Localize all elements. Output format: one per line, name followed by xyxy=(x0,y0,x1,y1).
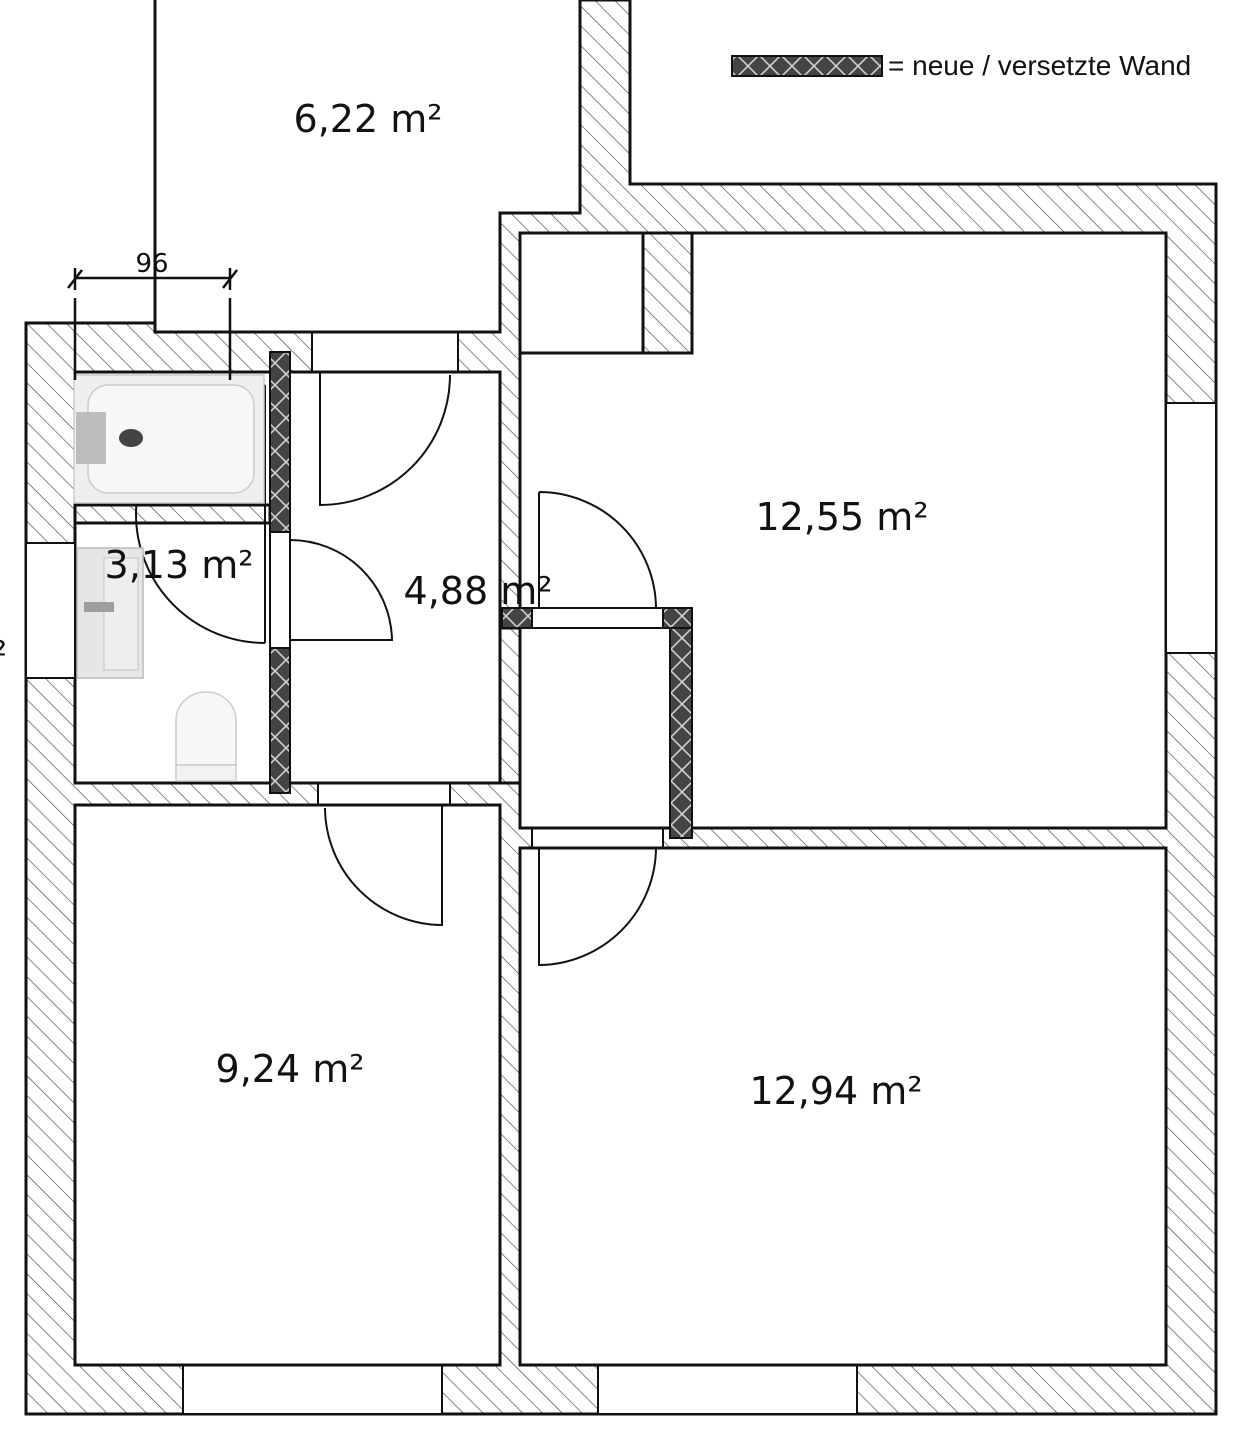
new-walls xyxy=(269,351,693,839)
closet-outline xyxy=(520,231,645,355)
bath-wc-divider xyxy=(73,503,272,525)
door-room-right xyxy=(538,491,657,609)
door-frame-bottom-right xyxy=(531,827,664,849)
hallway-outline xyxy=(290,353,522,630)
new-wall-bath-lower xyxy=(269,647,291,794)
room-area-bottom-right: 12,94 m² xyxy=(749,1069,922,1113)
window-bottom-1 xyxy=(182,1364,443,1415)
top-right-outline xyxy=(628,0,1216,186)
door-top xyxy=(319,372,451,507)
room-area-bottom-left: 9,24 m² xyxy=(216,1047,365,1091)
room-interiors xyxy=(73,803,1168,1367)
room-bottom-right-floor xyxy=(518,846,1168,1367)
window-right xyxy=(1165,402,1217,654)
room-area-hallway: 4,88 m² xyxy=(404,569,553,613)
door-frame-bottom-left xyxy=(317,782,451,806)
dimension-96 xyxy=(67,268,238,380)
room-top-outline xyxy=(153,0,582,334)
new-wall-room-right xyxy=(669,607,693,839)
edge-fragment: ² xyxy=(0,633,7,677)
faucet-icon xyxy=(84,602,114,612)
door-bath xyxy=(289,539,394,641)
tap-icon xyxy=(76,412,106,464)
dimension-label: 96 xyxy=(135,249,168,279)
legend-label: = neue / versetzte Wand xyxy=(888,50,1191,81)
bathtub xyxy=(73,374,265,504)
room-area-bathroom: 3,13 m² xyxy=(105,543,254,587)
wall-pillar xyxy=(641,231,694,355)
legend-swatch xyxy=(731,55,883,77)
room-area-bedroom-right: 12,55 m² xyxy=(755,495,928,539)
window-left xyxy=(25,542,76,679)
sink xyxy=(76,547,144,679)
bath-door-frame xyxy=(269,531,291,649)
hallway-lower xyxy=(290,781,670,830)
new-wall-stub-top xyxy=(662,607,693,629)
new-wall-bath-upper xyxy=(269,351,291,533)
drain-icon xyxy=(119,429,143,447)
openings xyxy=(25,331,1217,1415)
door-bottom-left xyxy=(324,805,443,927)
window-bottom-2 xyxy=(597,1364,858,1415)
room-bottom-left-floor xyxy=(73,803,502,1367)
new-wall-stub-left xyxy=(501,607,533,629)
room-area-top: 6,22 m² xyxy=(294,97,443,141)
door-frame-top xyxy=(311,331,459,373)
toilet-icon xyxy=(175,691,237,782)
door-bottom-right xyxy=(538,847,657,967)
